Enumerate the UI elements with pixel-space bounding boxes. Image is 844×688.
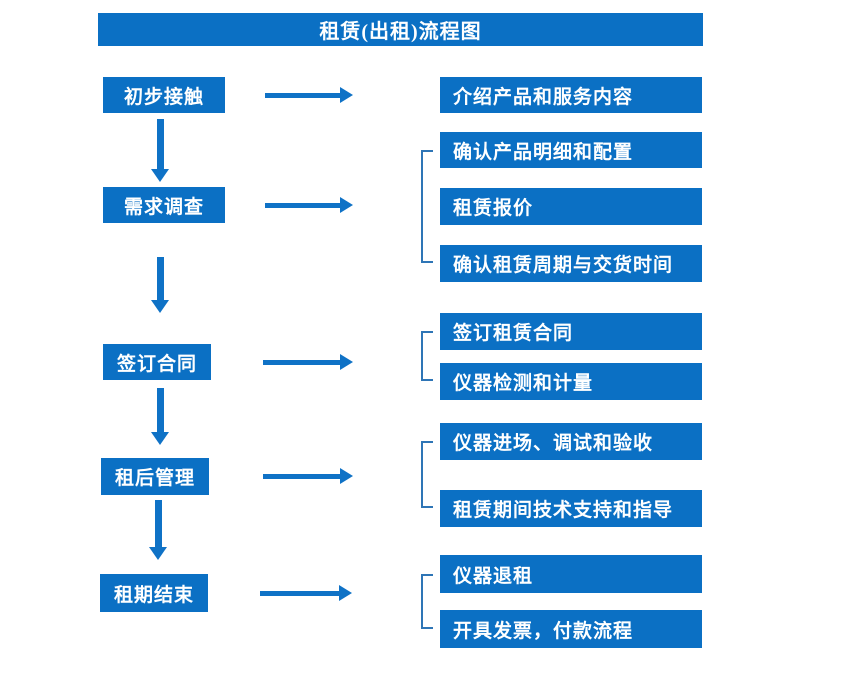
bracket-icon xyxy=(421,574,433,629)
stage-box-sign-contract: 签订合同 xyxy=(103,344,211,380)
arrow-down-icon xyxy=(151,119,169,182)
arrow-down-icon xyxy=(149,500,167,560)
step-box-technical-support: 租赁期间技术支持和指导 xyxy=(440,490,702,527)
step-box-invoice-payment: 开具发票，付款流程 xyxy=(440,610,702,648)
stage-box-post-rental-management: 租后管理 xyxy=(101,458,209,495)
arrow-right-icon xyxy=(265,197,353,213)
step-box-instrument-setup-acceptance: 仪器进场、调试和验收 xyxy=(440,423,702,460)
arrow-right-icon xyxy=(263,468,353,484)
chart-title: 租赁(出租)流程图 xyxy=(98,13,703,46)
bracket-icon xyxy=(421,150,433,263)
step-box-sign-rental-contract: 签订租赁合同 xyxy=(440,313,702,350)
step-box-instrument-testing: 仪器检测和计量 xyxy=(440,363,702,400)
step-box-instrument-return: 仪器退租 xyxy=(440,555,702,593)
bracket-icon xyxy=(421,441,433,508)
step-box-introduce-products: 介绍产品和服务内容 xyxy=(440,77,702,113)
arrow-right-icon xyxy=(263,354,353,370)
step-box-confirm-rental-period: 确认租赁周期与交货时间 xyxy=(440,245,702,282)
step-box-confirm-product-details: 确认产品明细和配置 xyxy=(440,132,702,168)
stage-box-initial-contact: 初步接触 xyxy=(103,77,225,113)
bracket-icon xyxy=(421,331,433,381)
stage-box-demand-survey: 需求调查 xyxy=(103,187,225,223)
arrow-right-icon xyxy=(265,87,353,103)
step-box-rental-quotation: 租赁报价 xyxy=(440,188,702,225)
arrow-down-icon xyxy=(151,388,169,445)
arrow-right-icon xyxy=(260,585,352,601)
stage-box-rental-end: 租期结束 xyxy=(100,574,208,612)
arrow-down-icon xyxy=(151,257,169,313)
